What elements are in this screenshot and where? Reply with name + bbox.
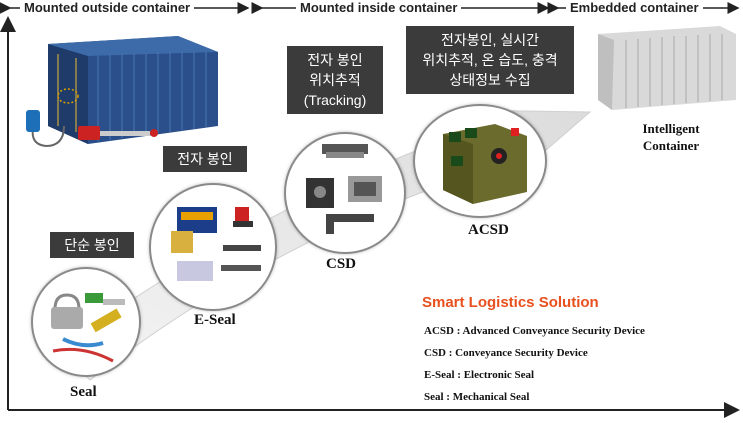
phase-label-embedded: Embedded container — [566, 0, 703, 16]
intelligent-container-label: Intelligent Container — [642, 121, 700, 153]
acsd-badge: 전자봉인, 실시간 위치추적, 온 습도, 충격 상태정보 수집 — [406, 26, 574, 94]
eseal-circle — [149, 183, 277, 311]
legend-title: Smart Logistics Solution — [422, 294, 599, 311]
csd-label: CSD — [326, 256, 357, 272]
csd-badge: 전자 봉인 위치추적 (Tracking) — [287, 46, 383, 114]
seal-badge: 단순 봉인 — [50, 232, 134, 258]
eseal-label: E-Seal — [194, 312, 236, 328]
eseal-badge: 전자 봉인 — [163, 146, 247, 172]
intelligent-container-image — [598, 26, 736, 110]
phase-label-inside: Mounted inside container — [296, 0, 462, 16]
acsd-label: ACSD — [468, 222, 509, 238]
seal-label: Seal — [70, 384, 97, 400]
electronic-seal-image — [171, 207, 261, 281]
mechanical-seal-image — [51, 293, 125, 363]
blue-container-image — [48, 36, 218, 144]
acsd-device-image — [443, 124, 527, 204]
conveyance-security-device-image — [306, 144, 382, 234]
legend-item-csd: CSD : Conveyance Security Device — [424, 347, 588, 359]
legend-item-eseal: E-Seal : Electronic Seal — [424, 369, 535, 381]
phase-label-outside: Mounted outside container — [20, 0, 195, 16]
legend-item-seal: Seal : Mechanical Seal — [424, 391, 530, 403]
acsd-circle — [413, 104, 547, 218]
legend-item-acsd: ACSD : Advanced Conveyance Security Devi… — [424, 325, 645, 337]
seal-devices-image — [26, 110, 158, 148]
seal-circle — [31, 267, 141, 377]
csd-circle — [284, 132, 406, 254]
